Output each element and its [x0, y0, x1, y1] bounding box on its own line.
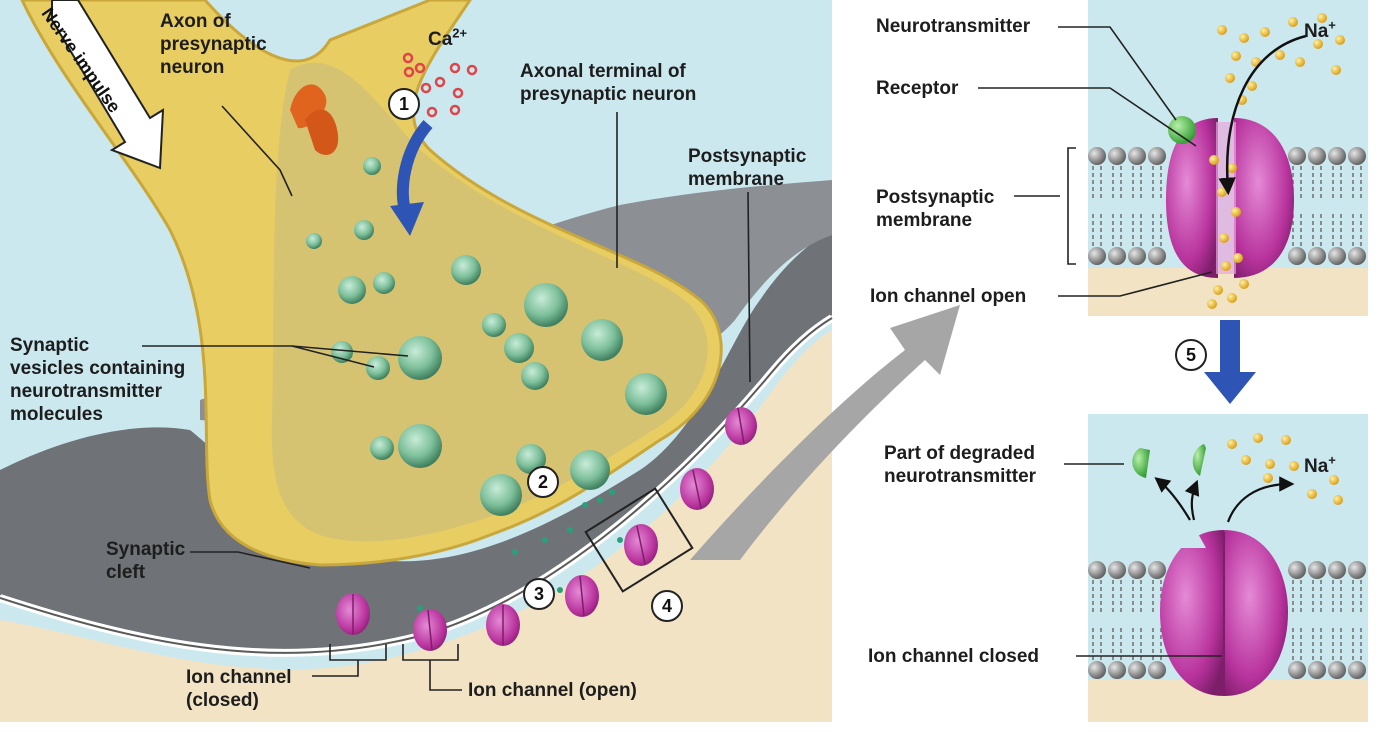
- sodium-top-charge: +: [1328, 17, 1336, 33]
- calcium-label: Ca2+: [428, 25, 468, 51]
- postsynaptic-membrane-right-label-line: Postsynaptic: [876, 187, 995, 208]
- step-5-arrow: [1204, 320, 1256, 404]
- axon-label-line: Axon of: [160, 11, 231, 32]
- ion-channels: [336, 407, 757, 651]
- synaptic-cleft-region: [0, 230, 832, 650]
- synaptic-cleft-label: Synaptic cleft: [106, 538, 185, 584]
- neurotransmitter-label: Neurotransmitter: [876, 16, 1031, 37]
- synaptic-cleft-label-line: cleft: [106, 562, 146, 583]
- synaptic-vesicles-label-line: Synaptic: [10, 335, 90, 356]
- postsynaptic-membrane-label-line: membrane: [688, 169, 785, 190]
- calcium-charge: 2+: [452, 25, 468, 41]
- calcium-symbol: Ca: [428, 29, 453, 50]
- postsynaptic-membrane-label-line: Postsynaptic: [688, 146, 807, 167]
- closed-channel-inset: [1064, 414, 1368, 722]
- ion-channel-open-right-label: Ion channel open: [870, 286, 1027, 307]
- step-marker-3: 3: [523, 578, 555, 610]
- zoom-arrow: [690, 305, 960, 560]
- postsynaptic-membrane-right-label: Postsynaptic membrane: [876, 186, 994, 232]
- ion-channel-closed-label-line: Ion channel: [186, 667, 292, 688]
- sodium-bottom-label: Na+: [1304, 452, 1336, 478]
- synaptic-vesicles-label: Synaptic vesicles containing neurotransm…: [10, 334, 185, 426]
- leader-lines: [142, 105, 751, 691]
- synaptic-cleft-label-line: Synaptic: [106, 539, 186, 560]
- inset-leader-lines: [978, 26, 1213, 297]
- sodium-ions-bottom: [1227, 433, 1343, 505]
- open-ion-channel: [1166, 118, 1218, 278]
- synaptic-vesicles-label-line: molecules: [10, 404, 103, 425]
- degraded-neurotransmitter-label-line: neurotransmitter: [884, 466, 1037, 487]
- axonal-terminal-label-line: Axonal terminal of: [520, 61, 686, 82]
- synaptic-vesicles-label-line: neurotransmitter: [10, 381, 163, 402]
- degraded-neurotransmitter-label: Part of degraded neurotransmitter: [884, 442, 1036, 488]
- postsynaptic-membrane-right-label-line: membrane: [876, 210, 973, 231]
- axon-label: Axon of presynaptic neuron: [160, 10, 267, 79]
- released-neurotransmitter: [417, 489, 623, 611]
- axon-label-line: presynaptic: [160, 34, 267, 55]
- postsynaptic-cell: [0, 330, 832, 722]
- open-channel-inset: [978, 0, 1368, 316]
- terminal-interior: [271, 62, 708, 542]
- ion-channel-closed-label-line: (closed): [186, 690, 259, 711]
- neurotransmitter-bound: [1168, 116, 1196, 144]
- step-marker-1: 1: [388, 88, 420, 120]
- mitochondrion: [305, 109, 339, 155]
- axonal-terminal-label: Axonal terminal of presynaptic neuron: [520, 60, 696, 106]
- lipid-bilayer: [1088, 147, 1366, 265]
- zoom-box: [584, 487, 694, 593]
- axon-label-line: neuron: [160, 57, 225, 78]
- ion-channel-open-label: Ion channel (open): [468, 680, 637, 701]
- postsynaptic-membrane-label: Postsynaptic membrane: [688, 145, 806, 191]
- sodium-top-label: Na+: [1304, 17, 1336, 43]
- receptor-label: Receptor: [876, 78, 959, 99]
- nerve-impulse-arrow: [51, 0, 165, 170]
- closed-ion-channel: [1160, 530, 1224, 696]
- degraded-neurotransmitter-label-line: Part of degraded: [884, 443, 1035, 464]
- ion-channel-closed-right-label: Ion channel closed: [868, 646, 1040, 667]
- step-marker-5: 5: [1175, 339, 1207, 371]
- sodium-bottom-symbol: Na: [1304, 456, 1329, 477]
- degraded-neurotransmitter: [1132, 448, 1150, 478]
- axonal-terminal-label-line: presynaptic neuron: [520, 84, 697, 105]
- sodium-top-symbol: Na: [1304, 21, 1329, 42]
- step-marker-4: 4: [651, 590, 683, 622]
- synaptic-vesicles: [306, 157, 667, 516]
- sodium-influx-arrow: [1218, 34, 1307, 196]
- calcium-ions: [402, 52, 478, 118]
- sodium-bottom-charge: +: [1328, 452, 1336, 468]
- synaptic-vesicles-label-line: vesicles containing: [10, 358, 186, 379]
- step-marker-2: 2: [527, 466, 559, 498]
- ion-channel-closed-label: Ion channel (closed): [186, 666, 292, 712]
- main-synapse-panel: [0, 0, 960, 722]
- sodium-ions-top: [1207, 13, 1345, 309]
